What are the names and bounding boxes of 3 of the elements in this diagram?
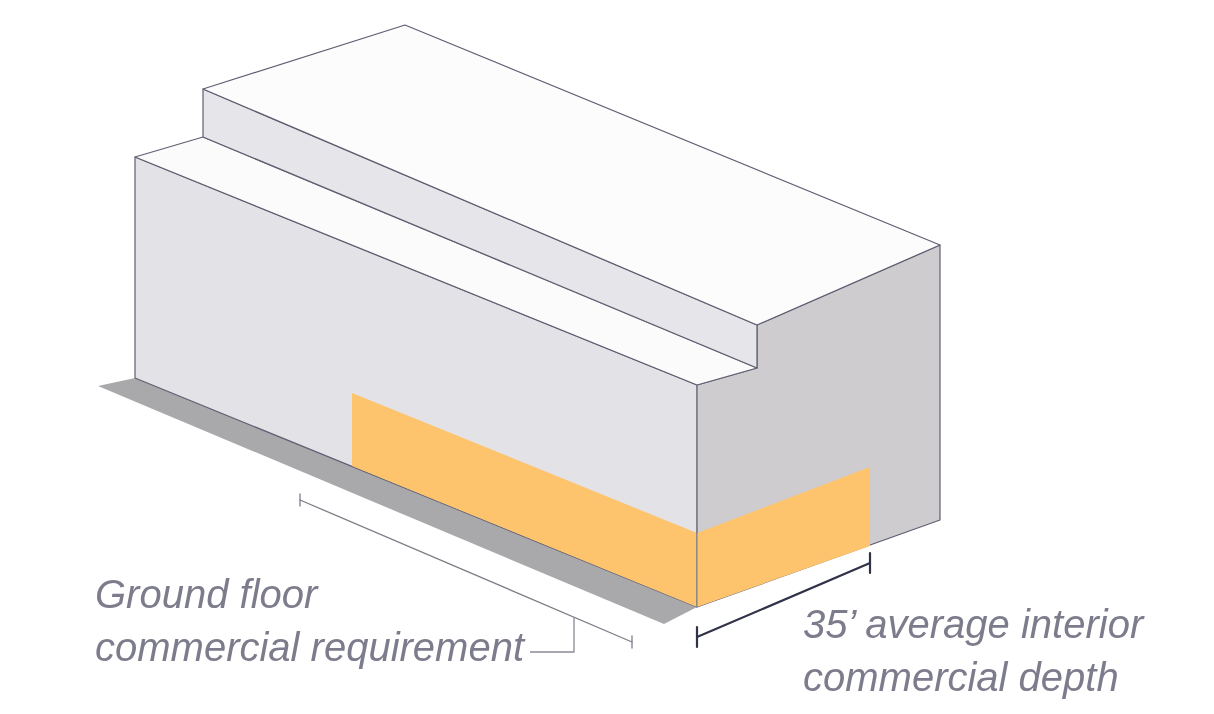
callout-label: Ground floor commercial requirement — [95, 568, 531, 674]
leader-line — [529, 616, 575, 653]
dimension-label: 35’ average interior commercial depth — [803, 601, 1146, 701]
